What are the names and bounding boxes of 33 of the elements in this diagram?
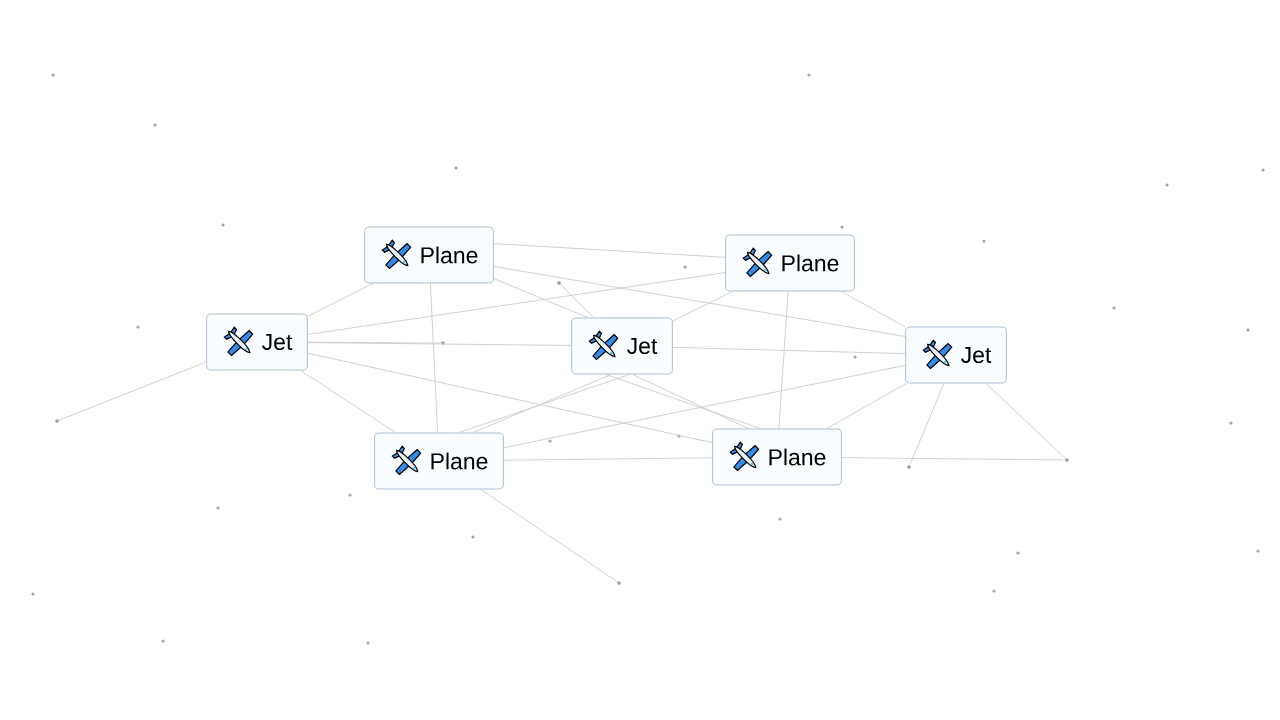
node-card: Plane — [374, 432, 504, 490]
node-card: Jet — [206, 313, 308, 371]
connector-line — [985, 382, 1066, 460]
connector-line — [307, 282, 374, 317]
connector-line — [472, 373, 613, 434]
connector-line — [307, 272, 726, 335]
connector-line — [778, 290, 789, 430]
connector-line — [429, 282, 439, 434]
node-card: Plane — [364, 226, 494, 284]
connector-line — [300, 369, 397, 434]
connector-line — [840, 290, 906, 328]
connector-line — [503, 457, 713, 461]
connector-line — [631, 373, 750, 430]
connector-line — [841, 457, 1066, 461]
connector-line — [605, 373, 762, 430]
node-card: Plane — [725, 234, 855, 292]
connector-line — [58, 361, 207, 421]
connector-line — [480, 488, 618, 583]
connector-line — [493, 278, 589, 319]
connector-line — [909, 382, 945, 466]
connector-line — [307, 352, 713, 444]
connector-line — [307, 341, 442, 344]
connector-line — [826, 382, 907, 430]
connector-line — [458, 373, 631, 434]
connector-line — [559, 283, 595, 319]
connector-line — [503, 364, 906, 449]
node-card: Plane — [712, 428, 842, 486]
connector-line — [672, 346, 906, 355]
connector-line — [672, 290, 734, 322]
connector-line — [493, 266, 906, 337]
connector-line — [493, 243, 726, 258]
node-card: Jet — [905, 326, 1007, 384]
node-card: Jet — [571, 317, 673, 375]
